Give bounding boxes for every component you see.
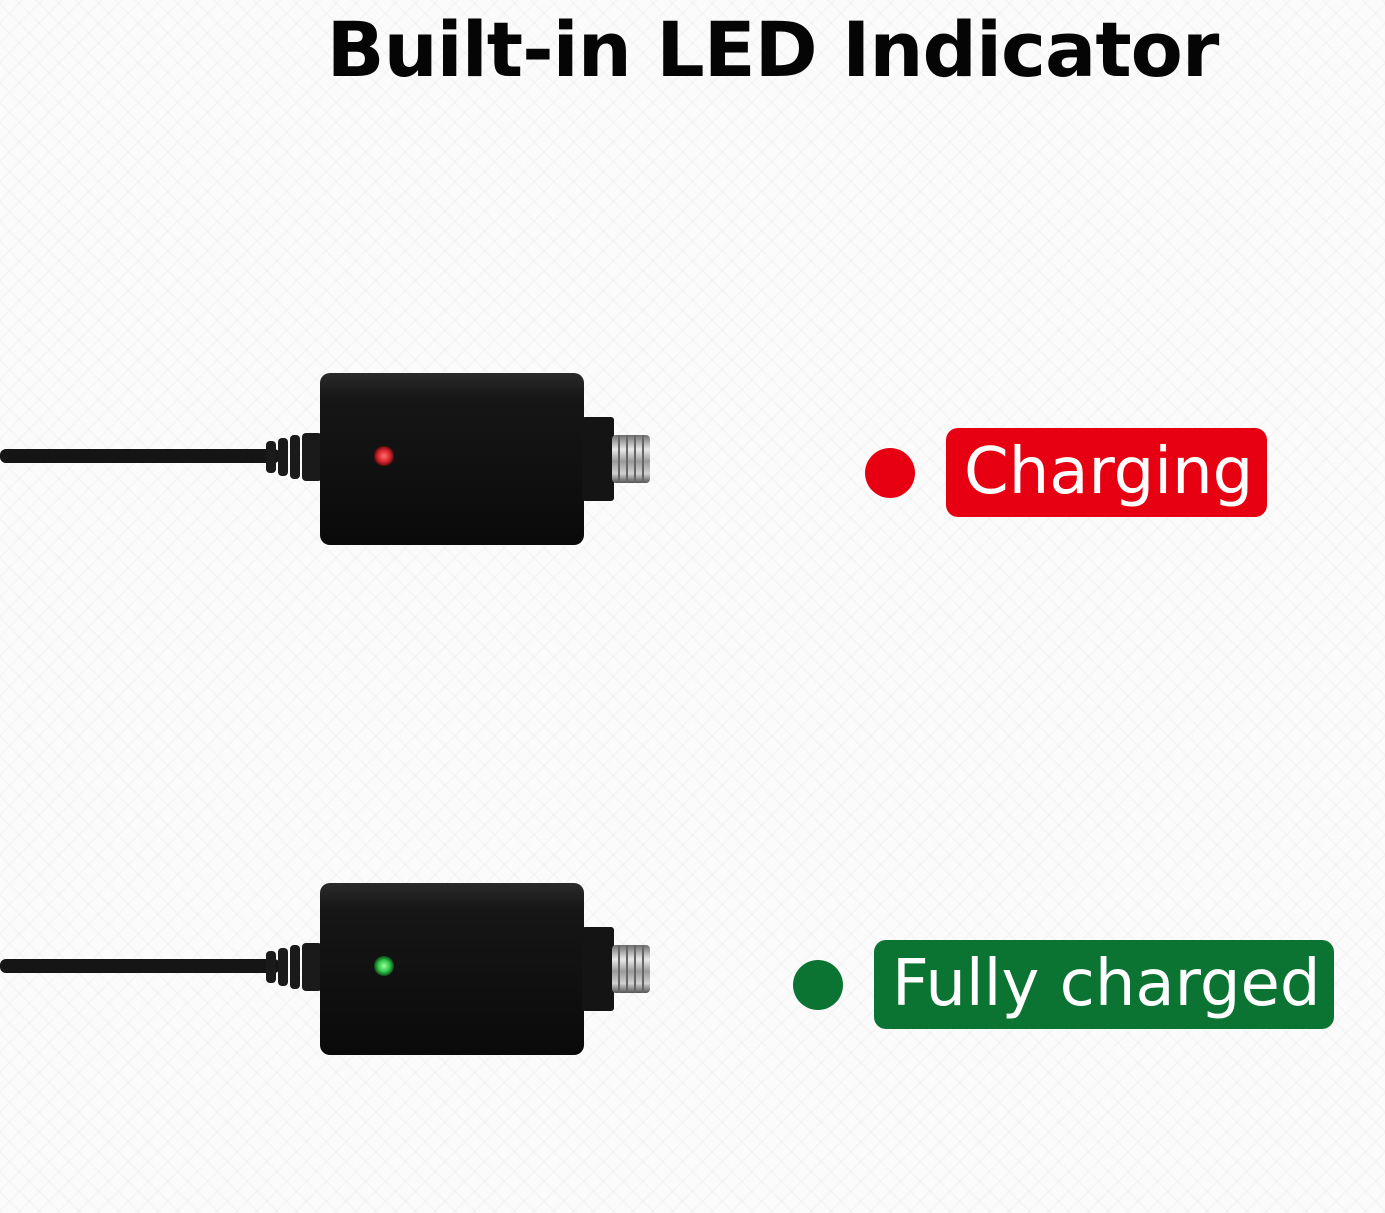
usb-charger-charging xyxy=(0,365,700,555)
page-title: Built-in LED Indicator xyxy=(326,5,1220,94)
legend-charging: Charging xyxy=(865,428,1268,517)
legend-fully-charged: Fully charged xyxy=(793,940,1335,1029)
green-dot-icon xyxy=(793,959,843,1010)
usb-charger-fully-charged xyxy=(0,875,700,1065)
cable xyxy=(0,959,280,973)
threaded-connector xyxy=(612,435,650,483)
strain-relief xyxy=(266,433,322,481)
led-red xyxy=(374,446,394,466)
cable xyxy=(0,449,280,463)
red-dot-icon xyxy=(865,447,915,498)
charging-label: Charging xyxy=(946,428,1268,517)
charger-body xyxy=(320,883,584,1055)
threaded-connector xyxy=(612,945,650,993)
connector-block xyxy=(582,417,614,501)
strain-relief xyxy=(266,943,322,991)
charger-illustration xyxy=(0,373,650,545)
connector-block xyxy=(582,927,614,1011)
charger-body xyxy=(320,373,584,545)
charger-illustration xyxy=(0,883,650,1055)
fully-charged-label: Fully charged xyxy=(874,940,1335,1029)
led-green xyxy=(374,956,394,976)
